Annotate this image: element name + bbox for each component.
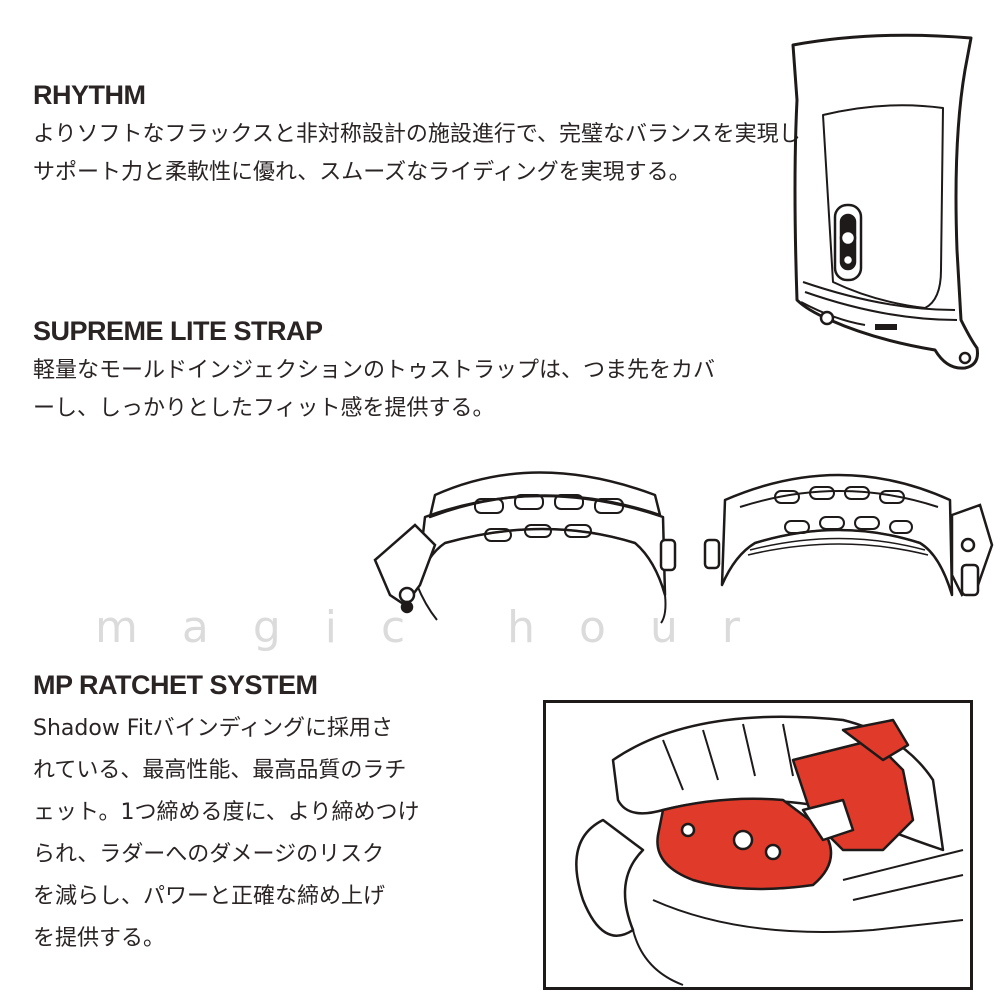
ratchet-line-6: を提供する。 (33, 926, 166, 951)
ratchet-line-4: られ、ラダーへのダメージのリスク (33, 842, 385, 867)
watermark-text: magic hour (95, 602, 784, 653)
rhythm-description: よりソフトなフラックスと非対称設計の施設進行で、完璧なバランスを実現し サポート… (33, 116, 801, 192)
rhythm-heading: RHYTHM (33, 80, 146, 110)
toe-strap-illustration-left (365, 455, 690, 630)
strap-description: 軽量なモールドインジェクションのトゥストラップは、つま先をカバ ーし、しっかりと… (33, 352, 715, 428)
strap-line-2: ーし、しっかりとしたフィット感を提供する。 (33, 396, 495, 421)
strap-line-1: 軽量なモールドインジェクションのトゥストラップは、つま先をカバ (33, 358, 716, 383)
highback-illustration (775, 20, 990, 375)
rhythm-line-2: サポート力と柔軟性に優れ、スムーズなライディングを実現する。 (33, 160, 691, 185)
ratchet-heading: MP RATCHET SYSTEM (33, 670, 318, 700)
toe-strap-illustration-right (700, 455, 1000, 615)
strap-heading: SUPREME LITE STRAP (33, 316, 323, 346)
ratchet-line-2: れている、最高性能、最高品質のラチ (33, 758, 407, 783)
ratchet-line-5: を減らし、パワーと正確な締め上げ (33, 884, 386, 909)
rhythm-line-1: よりソフトなフラックスと非対称設計の施設進行で、完璧なバランスを実現し (33, 122, 801, 147)
ratchet-illustration (543, 700, 973, 990)
ratchet-description: Shadow Fitバインディングに採用さ れている、最高性能、最高品質のラチ … (33, 708, 419, 960)
ratchet-line-1: Shadow Fitバインディングに採用さ (33, 716, 394, 741)
ratchet-line-3: ェット。1つ締める度に、より締めつけ (33, 800, 420, 825)
